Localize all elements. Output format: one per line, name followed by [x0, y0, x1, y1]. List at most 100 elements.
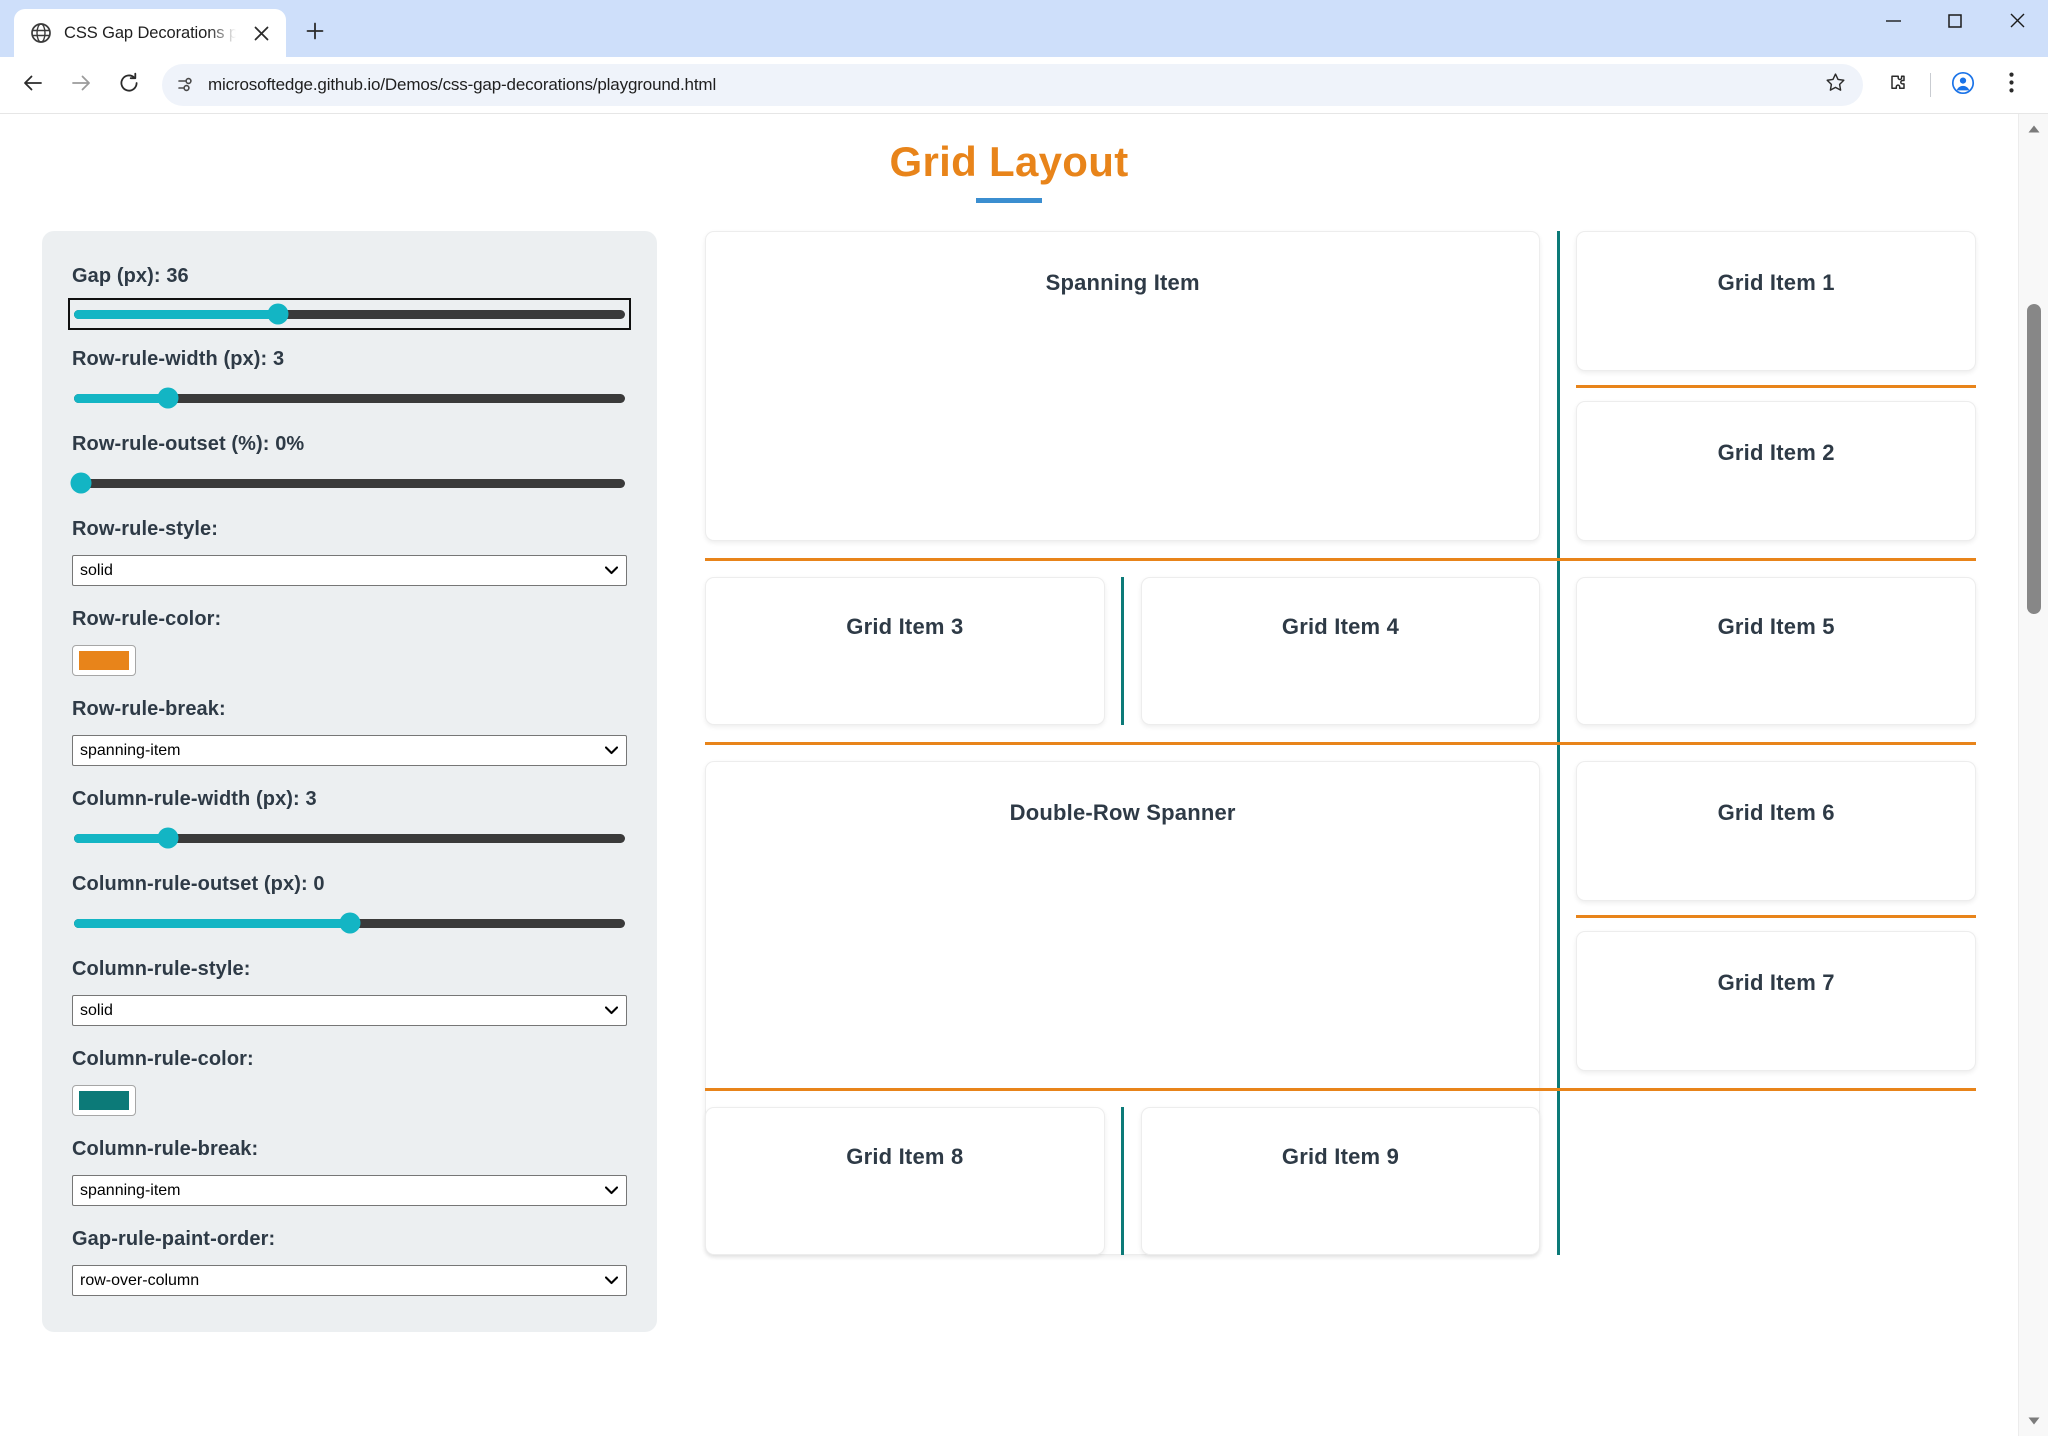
grid-item-6-label: Grid Item 6 [1717, 800, 1835, 825]
profile-avatar-icon [1951, 71, 1975, 100]
column-rule-outset-label: Column-rule-outset (px): 0 [72, 873, 325, 895]
forward-arrow-icon [70, 72, 92, 99]
grid-item-2: Grid Item 2 [1576, 401, 1976, 541]
row-rule-break-label: Row-rule-break: [72, 698, 226, 720]
grid-item-8: Grid Item 8 [705, 1107, 1105, 1255]
close-icon[interactable] [248, 20, 274, 46]
control-row-rule-style: Row-rule-style: solid [72, 518, 627, 586]
control-column-rule-color: Column-rule-color: [72, 1048, 627, 1116]
grid-demo: Spanning Item Grid Item 1 Grid Item 2 Gr… [705, 231, 1976, 1255]
column-rule-style-label: Column-rule-style: [72, 958, 251, 980]
grid-item-3: Grid Item 3 [705, 577, 1105, 725]
page-content: Grid Layout Gap (px): 36 [0, 114, 2018, 1436]
browser-tab[interactable]: CSS Gap Decorations playground [14, 9, 286, 57]
address-bar-url: microsoftedge.github.io/Demos/css-gap-de… [208, 75, 717, 94]
row-rule-outset-slider[interactable] [70, 470, 627, 496]
row-rule [1576, 384, 1976, 388]
window-close-icon [2010, 13, 2025, 33]
maximize-button[interactable] [1924, 0, 1986, 46]
grid-item-5-label: Grid Item 5 [1717, 614, 1835, 639]
new-tab-button[interactable] [296, 14, 334, 52]
back-arrow-icon [22, 72, 44, 99]
row-rule-break-value: spanning-item [80, 741, 181, 759]
back-button[interactable] [10, 62, 56, 108]
row-rule-color-picker[interactable] [72, 645, 136, 676]
scrollbar-thumb[interactable] [2027, 304, 2041, 614]
grid-item-9-label: Grid Item 9 [1281, 1144, 1400, 1169]
window-close-button[interactable] [1986, 0, 2048, 46]
column-rule-color-swatch [79, 1091, 129, 1110]
grid-item-5: Grid Item 5 [1576, 577, 1976, 725]
grid-item-4-label: Grid Item 4 [1281, 614, 1400, 639]
control-column-rule-break: Column-rule-break: spanning-item [72, 1138, 627, 1206]
scroll-down-arrow-icon[interactable] [2019, 1406, 2048, 1436]
page-info-icon[interactable] [176, 75, 196, 95]
grid-item-2-label: Grid Item 2 [1717, 440, 1835, 465]
row-rule [705, 557, 1976, 561]
grid-item-6: Grid Item 6 [1576, 761, 1976, 901]
extensions-button[interactable] [1875, 62, 1921, 108]
reload-icon [118, 72, 140, 99]
plus-icon [305, 21, 325, 46]
row-rule-outset-label: Row-rule-outset (%): 0% [72, 433, 305, 455]
row-rule-break-select[interactable]: spanning-item [72, 735, 627, 766]
gap-rule-paint-order-value: row-over-column [80, 1271, 200, 1289]
grid-item-7: Grid Item 7 [1576, 931, 1976, 1071]
title-underline [976, 198, 1042, 203]
row-rule-style-select[interactable]: solid [72, 555, 627, 586]
column-rule-width-slider[interactable] [72, 825, 627, 851]
gap-slider[interactable] [68, 298, 631, 330]
control-row-rule-break: Row-rule-break: spanning-item [72, 698, 627, 766]
gap-rule-paint-order-select[interactable]: row-over-column [72, 1265, 627, 1296]
chevron-down-icon [603, 1003, 619, 1019]
grid-item-9: Grid Item 9 [1140, 1107, 1541, 1255]
address-bar[interactable]: microsoftedge.github.io/Demos/css-gap-de… [162, 64, 1863, 106]
page-title: Grid Layout [889, 138, 1129, 185]
control-row-rule-width: Row-rule-width (px): 3 [72, 348, 627, 411]
toolbar-divider [1930, 73, 1931, 97]
scroll-up-arrow-icon[interactable] [2019, 114, 2048, 144]
column-rule [1556, 231, 1560, 1255]
column-rule-color-label: Column-rule-color: [72, 1048, 254, 1070]
grid-item-3-label: Grid Item 3 [846, 614, 964, 639]
row-rule [705, 741, 1976, 745]
minimize-button[interactable] [1862, 0, 1924, 46]
spanning-item: Spanning Item [705, 231, 1541, 541]
spanning-item-label: Spanning Item [1045, 270, 1200, 295]
chevron-down-icon [603, 1273, 619, 1289]
chevron-down-icon [603, 1183, 619, 1199]
row-rule [1576, 914, 1976, 918]
controls-panel: Gap (px): 36 Row-rule-width (px): 3 [42, 231, 657, 1332]
column-rule-style-value: solid [80, 1001, 113, 1019]
reload-button[interactable] [106, 62, 152, 108]
grid-item-8-label: Grid Item 8 [846, 1144, 964, 1169]
double-row-spanner-label: Double-Row Spanner [1009, 800, 1236, 825]
grid-item-1-label: Grid Item 1 [1717, 270, 1835, 295]
column-rule-color-picker[interactable] [72, 1085, 136, 1116]
column-rule-width-label: Column-rule-width (px): 3 [72, 788, 317, 810]
chevron-down-icon [603, 563, 619, 579]
profile-button[interactable] [1940, 62, 1986, 108]
column-rule-outset-slider[interactable] [72, 910, 627, 936]
column-rule-break-select[interactable]: spanning-item [72, 1175, 627, 1206]
control-row-rule-outset: Row-rule-outset (%): 0% [70, 433, 627, 496]
forward-button[interactable] [58, 62, 104, 108]
minimize-icon [1885, 14, 1902, 32]
grid-item-4: Grid Item 4 [1140, 577, 1541, 725]
column-rule-break-value: spanning-item [80, 1181, 181, 1199]
menu-button[interactable] [1988, 62, 2034, 108]
row-rule-width-slider[interactable] [72, 385, 627, 411]
row-rule-width-label: Row-rule-width (px): 3 [72, 348, 285, 370]
globe-icon [30, 22, 52, 44]
control-column-rule-outset: Column-rule-outset (px): 0 [72, 873, 627, 936]
column-rule [1121, 577, 1125, 725]
bookmark-button[interactable] [1815, 65, 1855, 105]
page-scrollbar[interactable] [2018, 114, 2048, 1436]
column-rule-style-select[interactable]: solid [72, 995, 627, 1026]
grid-item-7-label: Grid Item 7 [1717, 970, 1835, 995]
control-row-rule-color: Row-rule-color: [72, 608, 627, 676]
row-rule-color-label: Row-rule-color: [72, 608, 222, 630]
gap-label: Gap (px): 36 [72, 265, 189, 287]
row-rule-style-value: solid [80, 561, 113, 579]
extensions-puzzle-icon [1887, 72, 1909, 99]
